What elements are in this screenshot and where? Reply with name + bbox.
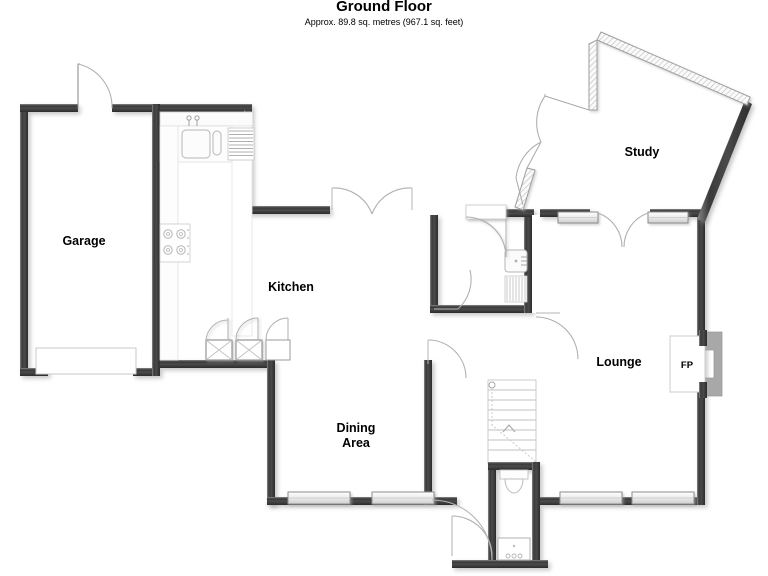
dining-hall-door (427, 339, 467, 379)
dining-west-wall (267, 360, 275, 505)
patio-door-unit-2 (235, 317, 263, 361)
room-wc (452, 462, 548, 568)
garage-north-wall-left (20, 104, 78, 112)
kitchen-north-wall (160, 104, 252, 112)
kitchen-back-door (265, 317, 291, 361)
study-glazed-wall-ne (596, 31, 751, 106)
garage-west-wall (20, 104, 28, 376)
wc-south-wall (452, 560, 548, 568)
wc-north-wall (488, 462, 540, 470)
garage-north-wall-right (112, 104, 160, 112)
room-label-garage: Garage (62, 234, 105, 248)
garage-entry-door (77, 63, 113, 109)
kitchen-south-wall (160, 360, 275, 368)
room-label-dining-line1: Dining (337, 421, 376, 435)
room-study (514, 31, 752, 222)
garage-south-wall-left (20, 368, 48, 376)
dining-windows (287, 491, 435, 505)
sink-icon (181, 115, 222, 159)
study-glazed-wall-nw (588, 39, 598, 111)
room-label-study: Study (625, 145, 660, 159)
room-label-lounge: Lounge (596, 355, 641, 369)
kitchen-south-wall-upper (244, 206, 330, 214)
boiler-icon (504, 249, 528, 303)
wc-east-wall (532, 462, 540, 568)
room-garage (20, 104, 160, 376)
garage-south-wall-right (133, 368, 160, 376)
garage-east-wall (152, 104, 160, 376)
hall-south-wall (430, 305, 532, 313)
dining-south-wall (267, 497, 457, 505)
kitchen-hall-doors (331, 187, 413, 215)
lounge-windows (557, 211, 695, 505)
room-label-dining-line2: Area (342, 436, 371, 450)
title-block: Ground Floor Approx. 89.8 sq. metres (96… (0, 0, 768, 28)
fireplace-label: FP (681, 360, 694, 371)
study-glazed-wall-sw (514, 167, 536, 211)
hall-door-to-kitchen (434, 269, 472, 310)
lounge-study-doors (597, 212, 649, 248)
toilet-icon (499, 469, 529, 494)
hall-main-door (431, 499, 493, 561)
page-subtitle: Approx. 89.8 sq. metres (967.1 sq. feet) (304, 17, 464, 27)
lounge-hall-door (535, 312, 579, 360)
study-east-wall (697, 100, 752, 222)
fireplace (669, 330, 723, 398)
utility-cupboard (532, 215, 544, 313)
patio-door-unit-1 (205, 318, 233, 361)
wc-door (451, 515, 493, 557)
room-dining (267, 360, 457, 505)
page-title: Ground Floor (336, 0, 432, 15)
room-label-kitchen: Kitchen (268, 280, 314, 294)
washbasin-icon (497, 537, 531, 561)
wc-west-wall (488, 462, 496, 568)
garage-door-opening (35, 347, 137, 375)
utility-west-wall (524, 215, 532, 313)
drainer-icon (227, 127, 255, 161)
hob-icon (159, 223, 191, 263)
dining-east-wall (424, 360, 432, 505)
utility-door (465, 204, 507, 258)
hall-west-wall (430, 215, 438, 311)
staircase (487, 379, 537, 465)
